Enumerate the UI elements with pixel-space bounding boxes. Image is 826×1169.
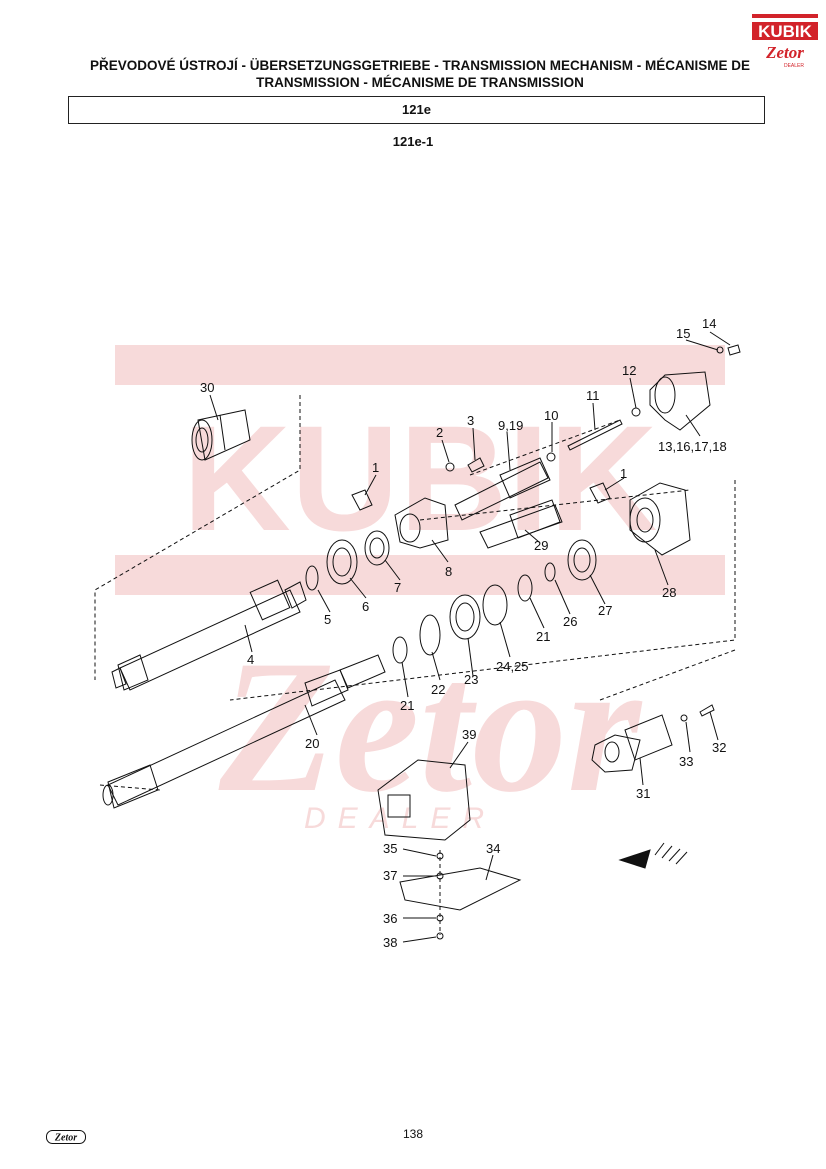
label-10: 10 bbox=[544, 408, 558, 423]
part-34-plate bbox=[399, 852, 522, 940]
logo-text-dealer: DEALER bbox=[784, 63, 804, 69]
label-23: 23 bbox=[464, 672, 478, 687]
label-3: 3 bbox=[467, 413, 474, 428]
label-32: 32 bbox=[712, 740, 726, 755]
label-38: 38 bbox=[383, 935, 397, 950]
part-29-gear-shaft bbox=[479, 499, 563, 549]
part-24-ring bbox=[482, 584, 508, 626]
page-title: PŘEVODOVÉ ÚSTROJÍ - ÜBERSETZUNGSGETRIEBE… bbox=[70, 57, 770, 91]
part-7-bearing bbox=[364, 530, 390, 566]
label-35: 35 bbox=[383, 841, 397, 856]
label-1b: 1 bbox=[620, 466, 627, 481]
part-27-bearing bbox=[567, 539, 597, 581]
title-line-1: PŘEVODOVÉ ÚSTROJÍ - ÜBERSETZUNGSGETRIEBE… bbox=[89, 58, 751, 73]
label-11: 11 bbox=[586, 388, 600, 403]
direction-arrow bbox=[618, 842, 688, 869]
page-number: 138 bbox=[402, 1127, 424, 1141]
small-hardware bbox=[445, 407, 641, 473]
leader-lines bbox=[209, 331, 731, 943]
part-39-guard bbox=[377, 759, 471, 841]
label-30: 30 bbox=[200, 380, 214, 395]
part-8-bracket bbox=[394, 497, 449, 549]
label-36: 36 bbox=[383, 911, 397, 926]
part-20-shaft bbox=[102, 654, 386, 809]
label-12: 12 bbox=[622, 363, 636, 378]
label-1a: 1 bbox=[372, 460, 379, 475]
label-31: 31 bbox=[636, 786, 650, 801]
label-33: 33 bbox=[679, 754, 693, 769]
part-4-shaft bbox=[111, 579, 307, 691]
label-34: 34 bbox=[486, 841, 500, 856]
kubik-zetor-logo: KUBIK Zetor DEALER bbox=[752, 14, 818, 70]
label-7: 7 bbox=[394, 580, 401, 595]
part-30-coupling bbox=[191, 409, 251, 461]
label-8: 8 bbox=[445, 564, 452, 579]
label-5: 5 bbox=[324, 612, 331, 627]
section-code-box: 121e bbox=[68, 96, 765, 124]
label-9-19: 9,19 bbox=[498, 418, 523, 433]
label-37: 37 bbox=[383, 868, 397, 883]
label-22: 22 bbox=[431, 682, 445, 697]
logo-text-kubik: KUBIK bbox=[758, 22, 813, 41]
part-labels: 30 1 2 3 9,19 10 11 12 15 14 13,16,17,18… bbox=[200, 316, 727, 950]
label-28: 28 bbox=[662, 585, 676, 600]
label-14: 14 bbox=[702, 316, 716, 331]
label-24-25: 24,25 bbox=[496, 659, 529, 674]
label-6: 6 bbox=[362, 599, 369, 614]
label-27: 27 bbox=[598, 603, 612, 618]
part-23-bearing bbox=[449, 594, 481, 640]
label-39: 39 bbox=[462, 727, 476, 742]
label-13-16-17-18: 13,16,17,18 bbox=[658, 439, 727, 454]
footer-zetor-logo: Zetor bbox=[46, 1130, 86, 1144]
part-5-circlip bbox=[305, 565, 319, 591]
rings-and-bearings bbox=[305, 530, 597, 664]
part-21-ring-b bbox=[517, 574, 533, 602]
part-28-cover bbox=[629, 482, 691, 556]
part-31-tube bbox=[591, 704, 715, 773]
subsection-code: 121e-1 bbox=[392, 134, 434, 149]
title-line-2: TRANSMISSION - MÉCANISME DE TRANSMISSION bbox=[256, 75, 584, 90]
part-21-ring-a bbox=[392, 636, 408, 664]
part-6-bearing bbox=[326, 539, 358, 585]
watermark-kubik: KUBIK bbox=[183, 394, 658, 562]
label-21b: 21 bbox=[536, 629, 550, 644]
label-20: 20 bbox=[305, 736, 319, 751]
label-15: 15 bbox=[676, 326, 690, 341]
label-2: 2 bbox=[436, 425, 443, 440]
logo-text-zetor: Zetor bbox=[765, 43, 804, 62]
part-22-circlip bbox=[419, 614, 441, 656]
watermark-dealer: DEALER bbox=[304, 802, 496, 835]
part-26-ring bbox=[544, 562, 556, 582]
label-29: 29 bbox=[534, 538, 548, 553]
part-1-plugs bbox=[351, 482, 611, 511]
watermark-zetor: Zetor bbox=[218, 622, 643, 832]
footer-logo-text: Zetor bbox=[54, 1133, 77, 1144]
watermark: KUBIK Zetor DEALER bbox=[115, 345, 725, 835]
label-21a: 21 bbox=[400, 698, 414, 713]
label-4: 4 bbox=[247, 652, 254, 667]
part-13-housing bbox=[649, 344, 741, 431]
label-26: 26 bbox=[563, 614, 577, 629]
part-9-19-gear-shaft bbox=[454, 457, 551, 521]
